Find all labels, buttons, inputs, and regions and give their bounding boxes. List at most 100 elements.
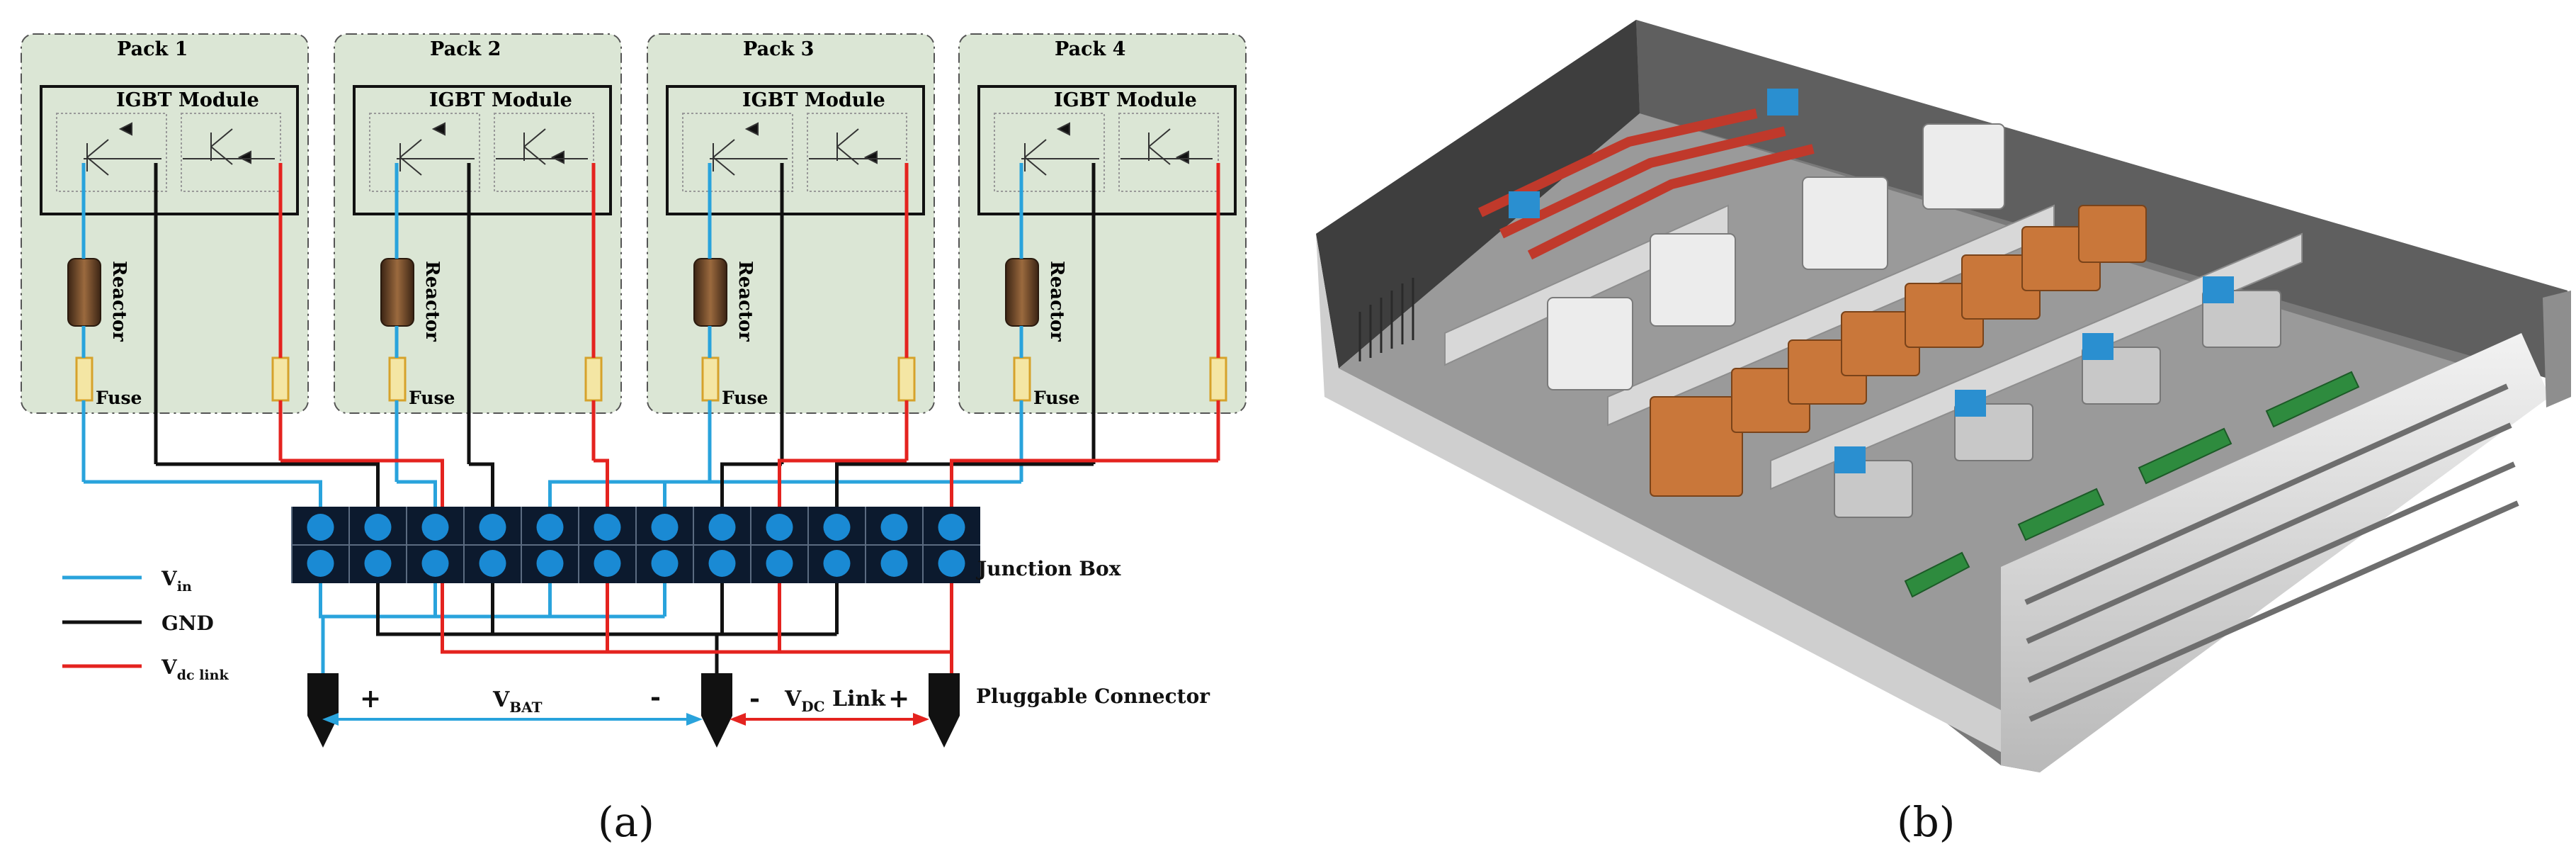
junction-terminal bbox=[479, 550, 506, 577]
vdc-arrow-head-left bbox=[730, 713, 746, 726]
reactor-coil bbox=[380, 258, 414, 327]
junction-terminal bbox=[708, 550, 736, 577]
legend-vin-label: Vin bbox=[161, 567, 192, 595]
wire bbox=[835, 462, 1094, 507]
junction-terminal bbox=[766, 514, 793, 541]
wire bbox=[469, 462, 494, 507]
wire bbox=[594, 458, 609, 507]
junction-terminal bbox=[880, 550, 908, 577]
pluggable-connector-label: Pluggable Connector bbox=[976, 685, 1210, 708]
circuit-breakers bbox=[1547, 123, 2005, 390]
igbt-module-box bbox=[977, 85, 1237, 215]
vbat-minus: - bbox=[650, 682, 661, 712]
fuse-vin bbox=[1013, 356, 1031, 402]
pack-title: Pack 2 bbox=[430, 38, 501, 60]
junction-terminal bbox=[938, 514, 965, 541]
vbat-arrow-head-right bbox=[686, 713, 703, 726]
fuse-vin bbox=[701, 356, 720, 402]
reactor-coil bbox=[693, 258, 727, 327]
vdc-link-label: VDC Link bbox=[784, 687, 886, 715]
reactor-coil bbox=[67, 258, 101, 327]
wire bbox=[397, 480, 437, 507]
front-louvres bbox=[2024, 383, 2519, 722]
junction-terminal bbox=[307, 514, 334, 541]
wire bbox=[720, 462, 782, 507]
junction-terminal bbox=[421, 550, 449, 577]
fuse-vdc bbox=[1209, 356, 1227, 402]
reactor-coil bbox=[1005, 258, 1039, 327]
inductor-blocks bbox=[1650, 205, 2147, 497]
wire bbox=[950, 458, 1218, 507]
fuse-label: Fuse bbox=[722, 388, 768, 408]
reactor-label: Reactor bbox=[421, 261, 443, 342]
chassis-left-wall bbox=[1316, 234, 2040, 772]
front-panel bbox=[2001, 333, 2550, 772]
igbt-module-label: IGBT Module bbox=[1054, 89, 1197, 111]
fuse-vdc bbox=[897, 356, 916, 402]
junction-terminal bbox=[880, 514, 908, 541]
caption-a: (a) bbox=[598, 798, 654, 846]
junction-terminal bbox=[823, 550, 851, 577]
wire bbox=[441, 583, 953, 673]
junction-terminal bbox=[708, 514, 736, 541]
fuse-label: Fuse bbox=[1033, 388, 1079, 408]
junction-terminal bbox=[766, 550, 793, 577]
vdc-link-dimension: - VDC Link + bbox=[730, 684, 929, 726]
junction-terminal bbox=[421, 514, 449, 541]
partition-walls bbox=[1444, 204, 2303, 490]
junction-terminal bbox=[307, 550, 334, 577]
vdc-plus: + bbox=[888, 684, 909, 714]
wire bbox=[280, 458, 444, 507]
wiring bbox=[81, 163, 1220, 673]
igbt-symbols bbox=[994, 113, 1219, 192]
igbt-symbols bbox=[682, 113, 907, 192]
wire bbox=[548, 480, 710, 507]
igbt-module-box bbox=[666, 85, 925, 215]
junction-terminal bbox=[364, 514, 392, 541]
chassis-right-wall bbox=[1636, 20, 2568, 383]
pack-title: Pack 3 bbox=[743, 38, 814, 60]
reactor-label: Reactor bbox=[734, 261, 756, 342]
junction-terminal bbox=[536, 514, 564, 541]
connector-plug bbox=[307, 673, 339, 748]
wire bbox=[778, 458, 907, 507]
igbt-symbols bbox=[369, 113, 594, 192]
reactor-label: Reactor bbox=[1046, 261, 1067, 342]
igbt-module-box bbox=[353, 85, 612, 215]
busbars bbox=[1477, 108, 1815, 260]
igbt-modules-3d bbox=[1509, 89, 2281, 518]
rendered-battery-unit-b: (b) bbox=[1316, 20, 2571, 846]
fuse-vdc bbox=[584, 356, 603, 402]
pluggable-connectors bbox=[307, 673, 960, 748]
igbt-module-box bbox=[40, 85, 299, 215]
junction-terminal bbox=[594, 550, 621, 577]
junction-terminal bbox=[651, 514, 679, 541]
connector-plug bbox=[701, 673, 732, 748]
junction-box bbox=[291, 507, 980, 583]
legend: Vin GND Vdc link bbox=[62, 567, 229, 683]
junction-terminal bbox=[479, 514, 506, 541]
vbat-dimension: + VBAT - bbox=[322, 682, 703, 726]
junction-box-label: Junction Box bbox=[975, 557, 1121, 580]
control-pcbs bbox=[1904, 371, 2360, 598]
reactor-label: Reactor bbox=[108, 261, 130, 342]
junction-terminal bbox=[651, 550, 679, 577]
wire bbox=[84, 480, 322, 507]
igbt-module-label: IGBT Module bbox=[429, 89, 572, 111]
igbt-module-label: IGBT Module bbox=[742, 89, 885, 111]
wire bbox=[376, 583, 839, 673]
junction-terminal bbox=[823, 514, 851, 541]
vdc-minus: - bbox=[749, 684, 760, 714]
vbat-label: VBAT bbox=[492, 687, 543, 716]
junction-terminal bbox=[536, 550, 564, 577]
igbt-symbols bbox=[56, 113, 281, 192]
wire bbox=[663, 480, 1021, 507]
vent-slots bbox=[1358, 278, 1414, 361]
connector-plug bbox=[929, 673, 960, 748]
caption-b: (b) bbox=[1897, 798, 1955, 846]
wire bbox=[319, 583, 666, 673]
fuse-vin bbox=[75, 356, 93, 402]
chassis-back-wall bbox=[1316, 20, 1640, 368]
